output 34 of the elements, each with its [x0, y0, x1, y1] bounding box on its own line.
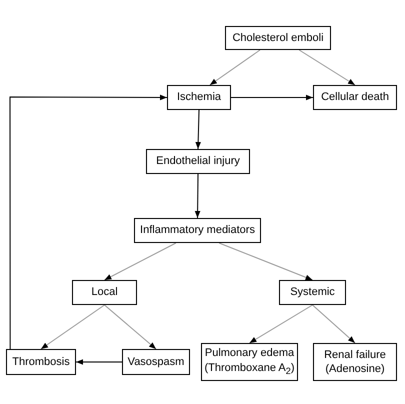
node-label: Endothelial injury: [156, 154, 240, 169]
process-box: [167, 85, 231, 110]
arrow: [298, 50, 356, 86]
arrow: [195, 110, 201, 150]
process-box: [313, 343, 397, 381]
process-box: [146, 149, 250, 174]
arrow: [209, 50, 260, 86]
node-label: Vasospasm: [128, 354, 184, 370]
arrow: [40, 304, 105, 350]
node-label: Thrombosis: [12, 354, 70, 370]
node-label: Renal failure (Adenosine): [323, 348, 387, 376]
node-label: Local: [91, 285, 118, 300]
arrow: [104, 242, 176, 280]
arrow: [218, 242, 313, 280]
process-box: [134, 218, 261, 243]
node-label: Systemic: [290, 285, 335, 300]
process-box: [225, 26, 331, 50]
node-label: Ischemia: [176, 90, 222, 105]
arrow: [312, 304, 356, 344]
arrow: [10, 94, 168, 350]
arrow: [230, 94, 314, 100]
arrow: [104, 304, 156, 350]
process-box: [72, 280, 137, 305]
arrow: [76, 359, 122, 365]
node-label: Pulmonary edema (Thromboxane A$_{2}$): [203, 346, 296, 378]
process-box: [122, 349, 190, 375]
node-label: Cellular death: [321, 90, 389, 105]
process-box: [6, 349, 76, 375]
arrow: [194, 174, 200, 218]
node-label: Cholesterol emboli: [232, 30, 324, 46]
arrow: [249, 304, 313, 344]
node-label: Inflammatory mediators: [140, 223, 255, 238]
process-box: [279, 280, 346, 305]
process-box: [313, 85, 397, 110]
